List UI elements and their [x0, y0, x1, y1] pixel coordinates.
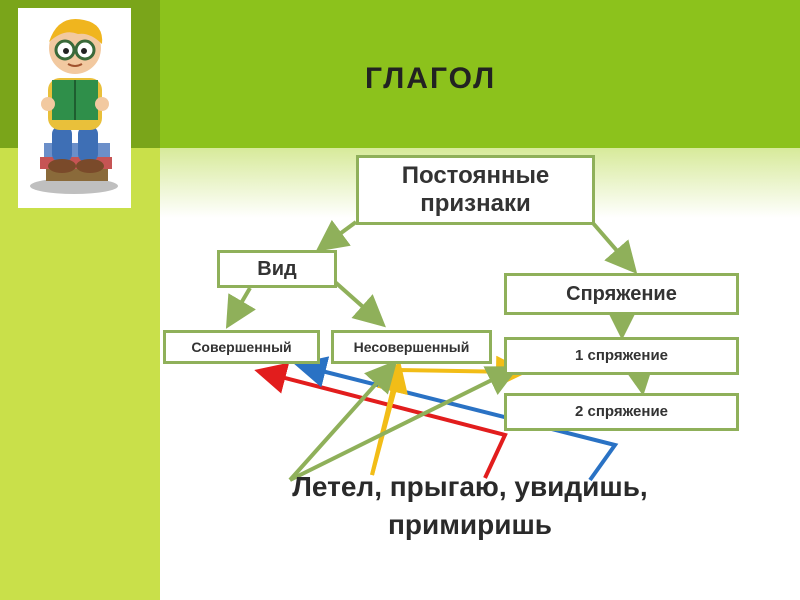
example-words-line-1: Летел, прыгаю, увидишь,	[292, 471, 648, 502]
arrow-vid-to-imperfect	[333, 280, 386, 328]
arrow-vid-to-perfect	[225, 286, 256, 329]
node-vid: Вид	[217, 250, 337, 288]
arrow-main-to-conjugation	[590, 220, 638, 275]
arrow-green-2	[289, 366, 520, 482]
arrow-green	[288, 360, 398, 482]
example-words-line-2: примиришь	[387, 508, 553, 540]
arrow-conj1-to-conj2	[622, 361, 655, 396]
arrow-main-to-vid	[315, 219, 358, 252]
page-title: ГЛАГОЛ	[365, 62, 497, 95]
header-band	[160, 0, 800, 148]
node-main-features: Постоянные признаки	[356, 155, 595, 225]
node-conj-1: 1 спряжение	[504, 337, 739, 375]
boy-reading-book-icon	[18, 8, 131, 208]
node-conj-2: 2 спряжение	[504, 393, 739, 431]
example-words: Летел, прыгаю, увидишь, примиришь	[240, 468, 700, 544]
node-imperfect: Несовершенный	[331, 330, 492, 364]
node-conjugation: Спряжение	[504, 273, 739, 315]
arrow-red	[254, 362, 508, 479]
node-perfect: Совершенный	[163, 330, 320, 364]
